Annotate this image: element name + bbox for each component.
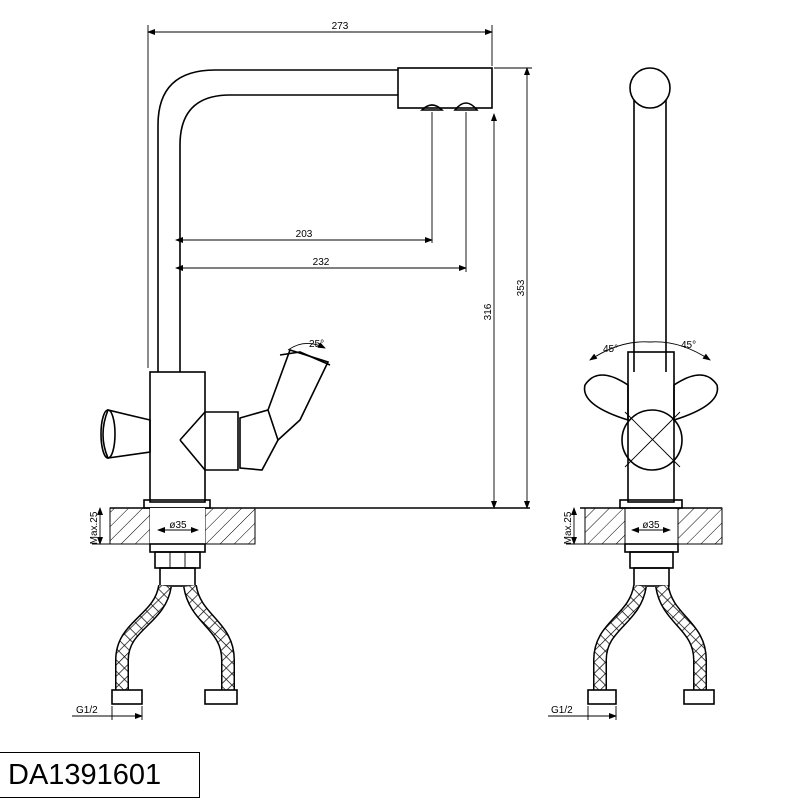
dim-height-total: 353 [516, 279, 527, 296]
spout-outline-outer [157, 69, 398, 372]
front-lever-left [102, 409, 151, 459]
front-fitting-right [204, 689, 238, 705]
side-lever-left [583, 374, 629, 422]
dim-lever-angle-side-left: 45° [603, 344, 618, 355]
connector-cone [179, 411, 206, 471]
mixer-body [149, 371, 206, 503]
dim-deck-thickness-side: Max.25 [563, 511, 574, 544]
front-view: 273 203 232 353 316 25° Max.25 ø35 G1/2 [72, 21, 532, 720]
spout-outline-inner [179, 94, 398, 372]
side-nut [629, 551, 674, 569]
front-nut [154, 551, 201, 569]
side-spout-tube [633, 100, 667, 372]
front-lever-right [239, 409, 279, 471]
dim-reach-2: 232 [313, 257, 330, 268]
dim-hole-diameter-front: ø35 [169, 520, 187, 531]
outlet-1 [420, 104, 444, 111]
dim-reach-1: 203 [296, 229, 313, 240]
side-connector [205, 411, 239, 471]
dim-thread-front: G1/2 [76, 705, 98, 716]
side-mixer-body [627, 351, 675, 503]
model-code: DA1391601 [8, 759, 162, 791]
side-lever-right [673, 374, 719, 422]
outlet-2 [453, 102, 479, 111]
dim-lever-angle-front: 25° [309, 339, 324, 350]
spout-head [397, 67, 493, 109]
front-fitting-left [111, 689, 143, 705]
side-spout-head [629, 67, 671, 109]
dim-lever-angle-side-right: 45° [681, 340, 696, 351]
model-code-box: DA1391601 [0, 752, 200, 798]
side-cartridge [621, 409, 683, 471]
side-view: 45° 45° Max.25 ø35 G1/2 [548, 67, 723, 720]
dim-deck-thickness-front: Max.25 [89, 511, 100, 544]
dim-height-outlet: 316 [483, 303, 494, 320]
dim-hole-diameter-side: ø35 [642, 520, 660, 531]
dim-width-total: 273 [332, 21, 349, 32]
dim-thread-side: G1/2 [551, 705, 573, 716]
